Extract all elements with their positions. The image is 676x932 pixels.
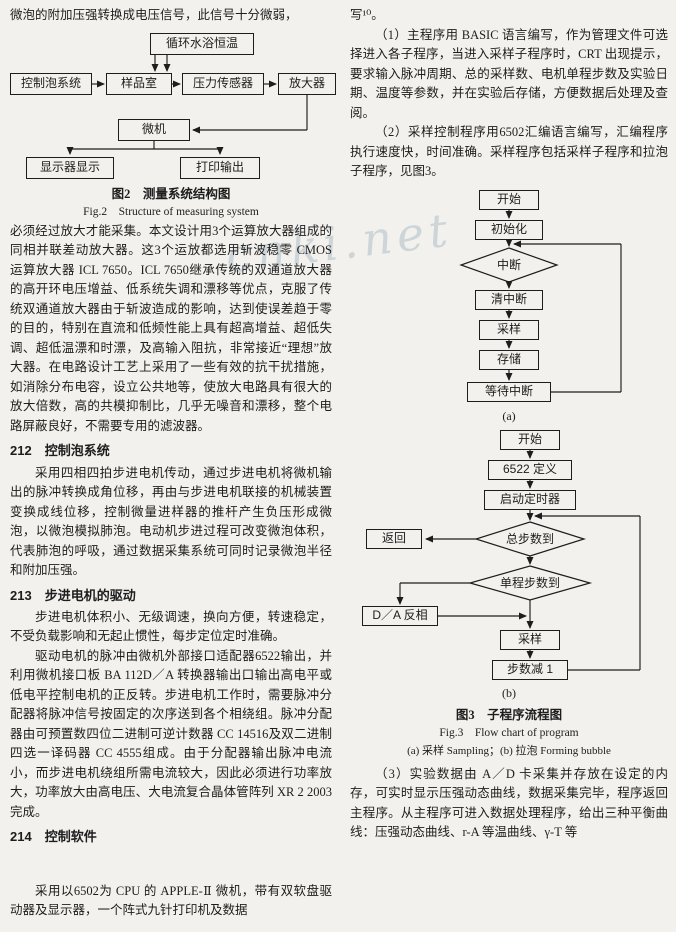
figure3-caption-cn: 图3 子程序流程图	[455, 707, 563, 722]
figure2-connectors	[66, 54, 308, 155]
flow-b-da-invert: D／A 反相	[362, 606, 438, 627]
flowchart-b-label: (b)	[502, 686, 516, 701]
figure2-caption-cn: 图2 测量系统结构图	[111, 186, 231, 201]
flow-b-decrement: 步数减 1	[492, 660, 568, 681]
flow-b-return: 返回	[366, 529, 422, 550]
flow-b-start: 开始	[500, 430, 560, 451]
flow-a-store: 存储	[479, 349, 539, 370]
section-214-paragraph: 采用以6502为 CPU 的 APPLE-Ⅱ 微机，带有双软盘驱动器及显示器，一…	[10, 883, 332, 918]
flow-a-start: 开始	[479, 189, 539, 210]
paragraph-sampling-program: （2）采样控制程序用6502汇编语言编写，汇编程序执行速度快，时间准确。采样程序…	[350, 125, 668, 178]
box-display-out: 显示器显示	[26, 156, 114, 179]
flow-b-start-timer: 启动定时器	[484, 490, 576, 511]
paragraph-experiment-data: （3）实验数据由 A／D 卡采集并存放在设定的内存，可实时显示压强动态曲线，数据…	[350, 766, 668, 840]
flowchart-a-label: (a)	[502, 408, 516, 423]
paragraph-amplifier: 必须经过放大才能采集。本文设计用3个运算放大器组成的同相并联差动放大器。这3个运…	[10, 223, 332, 433]
section-212-heading: 212 控制泡系统	[10, 443, 110, 459]
box-bubble-control: 控制泡系统	[10, 72, 92, 95]
right-column: 写¹⁰。 （1）主程序用 BASIC 语言编写，作为管理文件可选择进入各子程序，…	[350, 6, 668, 843]
flow-a-wait-interrupt: 等待中断	[467, 381, 551, 402]
section-213-heading: 213 步进电机的驱动	[10, 587, 136, 603]
box-pressure-sensor: 压力传感器	[182, 72, 264, 95]
section-213-paragraph-1: 步进电机体积小、无级调速，换向方便，转速稳定，不受负载影响和无起止惯性，每步定位…	[10, 609, 332, 644]
figure2-caption-en: Fig.2 Structure of measuring system	[83, 206, 259, 218]
figure3-caption-en: Fig.3 Flow chart of program	[439, 727, 579, 740]
section-212-paragraph: 采用四相四拍步进电机传动，通过步进电机将微机输出的脉冲转换成角位移，再由与步进电…	[10, 465, 332, 578]
flow-b-6522-define: 6522 定义	[488, 460, 572, 481]
section-213-paragraph-2: 驱动电机的脉冲由微机外部接口适配器6522输出，并利用微机接口板 BA 112D…	[10, 648, 332, 819]
paragraph-main-program: （1）主程序用 BASIC 语言编写，作为管理文件可选择进入各子程序，当进入采样…	[350, 27, 668, 120]
flow-a-clear-interrupt: 清中断	[475, 289, 543, 310]
flow-b-total-steps: 总步数到	[505, 532, 554, 547]
box-water-bath: 循环水浴恒温	[150, 32, 254, 55]
flow-b-stroke-steps: 单程步数到	[499, 576, 560, 591]
left-column: 微泡的附加压强转换成电压信号，此信号十分微弱，	[10, 6, 336, 921]
flow-a-interrupt: 中断	[496, 257, 521, 272]
column-whitespace	[10, 850, 332, 882]
flowchart-a-connectors	[459, 209, 622, 393]
box-amplifier: 放大器	[278, 72, 336, 95]
flow-a-sample: 采样	[479, 319, 539, 340]
box-microcomputer: 微机	[118, 118, 190, 141]
section-214-heading: 214 控制软件	[10, 829, 97, 845]
flowchart-b-connectors	[396, 450, 641, 671]
flow-a-init: 初始化	[475, 219, 543, 240]
box-print-out: 打印输出	[180, 156, 260, 179]
flowchart-sampling: 开始 初始化 中断 清中断 采样 存储 等待中断	[359, 189, 659, 405]
flow-b-sample: 采样	[500, 630, 560, 651]
figure3-caption-sub: (a) 采样 Sampling；(b) 拉泡 Forming bubble	[407, 745, 611, 758]
figure2-diagram: 循环水浴恒温 控制泡系统 样品室 压力传感器 放大器 微机 显示器显示 打印输出	[10, 31, 336, 183]
flowchart-bubble-forming: 开始 6522 定义 启动定时器 总步数到 返回 单程步数到 D／A 反相 采样…	[350, 430, 670, 682]
intro-line: 微泡的附加压强转换成电压信号，此信号十分微弱，	[10, 8, 298, 22]
carryover-line: 写¹⁰。	[350, 8, 384, 22]
box-sample-chamber: 样品室	[106, 72, 172, 95]
